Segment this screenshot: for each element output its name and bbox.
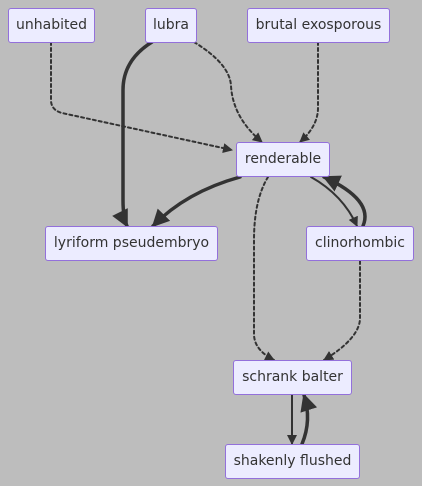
edge-unhabited-to-renderable bbox=[50, 41, 233, 153]
edge-brutal-to-renderable bbox=[299, 41, 319, 143]
node-unhabited: unhabited bbox=[8, 8, 95, 43]
edge-renderable-to-clinorhombic bbox=[310, 176, 358, 227]
node-lyriform-pseudembryo: lyriform pseudembryo bbox=[45, 226, 218, 261]
node-clinorhombic: clinorhombic bbox=[306, 226, 414, 261]
edge-clinorhombic-to-renderable bbox=[322, 175, 367, 228]
edge-shakenly-to-schrank bbox=[300, 393, 318, 446]
node-shakenly-flushed: shakenly flushed bbox=[225, 444, 360, 479]
edge-renderable-to-schrank bbox=[253, 176, 275, 361]
node-lubra: lubra bbox=[145, 8, 197, 43]
edge-renderable-to-lyriform bbox=[151, 175, 242, 228]
node-schrank-balter: schrank balter bbox=[233, 360, 352, 395]
node-renderable: renderable bbox=[236, 142, 330, 177]
edge-clinorhombic-to-schrank bbox=[323, 260, 361, 361]
node-brutal-exosporous: brutal exosporous bbox=[247, 8, 390, 43]
edge-lubra-to-lyriform bbox=[112, 40, 154, 228]
edge-lubra-to-renderable bbox=[193, 41, 263, 143]
